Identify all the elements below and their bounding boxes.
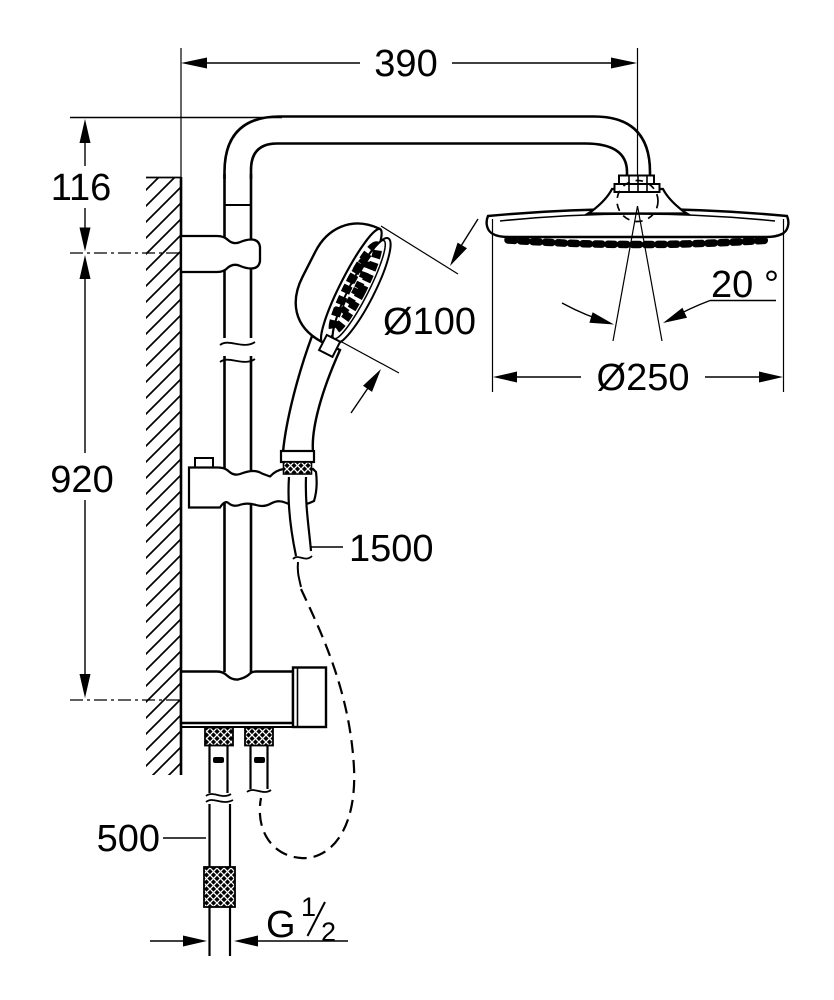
- slider-body: [187, 466, 318, 509]
- dim-d100-label: Ø100: [383, 301, 476, 343]
- spray-ring-outer: [328, 241, 383, 335]
- ball-joint-cone: [584, 187, 691, 215]
- dimension-920: 920: [50, 255, 114, 698]
- swivel-line-right: [636, 205, 663, 342]
- arrowhead: [589, 312, 614, 325]
- arrowhead: [183, 935, 207, 947]
- shower-arm: [223, 115, 652, 179]
- valve-body: [179, 670, 295, 725]
- arrowhead: [234, 935, 258, 947]
- thread-denominator: 2: [321, 917, 336, 947]
- dimension-390: 390: [181, 43, 637, 85]
- glide-element: [187, 457, 318, 509]
- arrowhead: [611, 57, 637, 69]
- spray-ring-inner: [334, 254, 372, 319]
- arrowhead: [363, 369, 381, 392]
- hose-stub: [296, 561, 302, 588]
- wall-section: [146, 48, 183, 775]
- hose-break: [292, 555, 313, 560]
- inlet-hose: [203, 799, 236, 956]
- diverter-knob: [291, 666, 328, 729]
- outlet-pipes: [205, 745, 272, 797]
- face-tab: [317, 333, 342, 359]
- dimension-1500: 1500: [311, 528, 434, 570]
- connection-nut-right: [244, 726, 274, 747]
- arm-nut: [613, 174, 661, 193]
- shower-rail: [219, 174, 256, 672]
- thread-numerator: 1: [301, 892, 316, 922]
- arrowhead: [79, 674, 91, 698]
- arrowhead: [79, 255, 91, 279]
- inlet-hose-nut: [203, 866, 236, 908]
- dim-920-label: 920: [50, 459, 113, 501]
- dimension-thread-g12: G 1 2: [150, 892, 348, 947]
- dim-20deg-label: 20 °: [711, 264, 779, 306]
- dim-500-label: 500: [97, 818, 160, 860]
- pipe-break-symbol: [219, 358, 256, 363]
- dimension-hand-diameter: Ø100: [339, 218, 479, 414]
- connection-nut-left: [204, 726, 234, 747]
- wall-bracket: [179, 234, 262, 274]
- hose-loop: [258, 588, 356, 860]
- dim-1500-label: 1500: [349, 528, 434, 570]
- hose-edge: [304, 476, 313, 552]
- arrowhead: [493, 371, 517, 383]
- dim-116-label: 116: [51, 167, 112, 209]
- dimension-angle-20: 20 °: [561, 264, 779, 325]
- dimension-116: 116: [51, 119, 112, 252]
- handle-cap: [279, 449, 316, 464]
- ball-joint-hidden-line: [616, 179, 659, 223]
- arrowhead: [663, 307, 687, 323]
- diverter-assembly: [179, 666, 328, 956]
- hose-nut: [282, 461, 313, 475]
- swivel-line-left: [612, 205, 639, 342]
- arrowhead: [759, 371, 783, 383]
- wall-hatch: [146, 177, 181, 775]
- dim-d250-label: Ø250: [597, 357, 690, 399]
- hose-edge: [287, 476, 298, 557]
- arrowhead: [450, 242, 467, 266]
- pipe-break-symbol: [219, 341, 256, 346]
- fraction-slash: [306, 901, 326, 937]
- thread-letter: G: [266, 904, 296, 946]
- dimension-500: 500: [97, 818, 206, 860]
- spray-nozzles: [504, 236, 774, 249]
- arrowhead: [79, 119, 91, 143]
- dim-390-label: 390: [374, 43, 437, 85]
- hand-shower-head: [294, 222, 392, 359]
- dimension-head-diameter: Ø250: [491, 219, 785, 399]
- arrowhead: [79, 227, 91, 252]
- head-shower: [485, 174, 790, 342]
- arrowhead: [181, 57, 207, 69]
- hand-shower: [279, 222, 392, 588]
